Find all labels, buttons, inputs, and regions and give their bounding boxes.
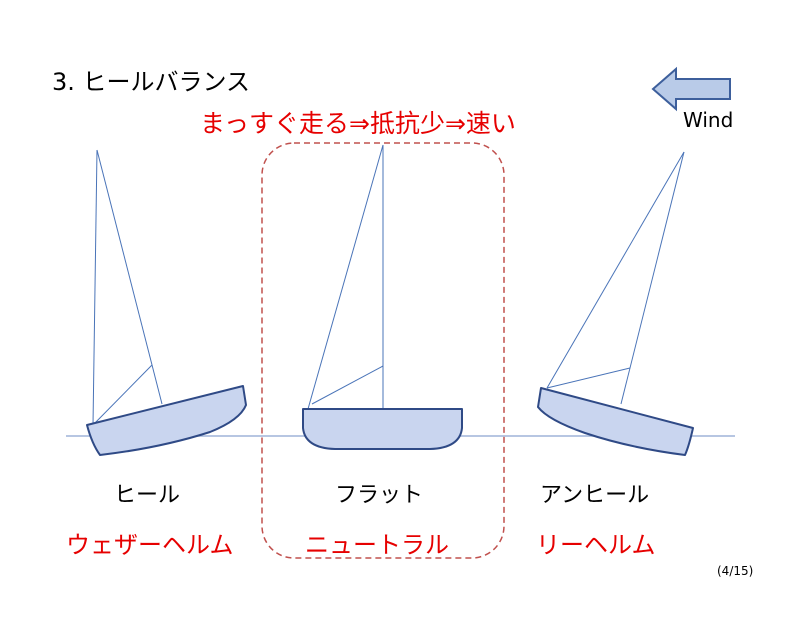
neutral-highlight-box — [261, 142, 505, 559]
page-number: (4/15) — [717, 564, 754, 578]
sail-leech — [307, 144, 384, 410]
slide-title: 3. ヒールバランス — [52, 68, 251, 96]
helm-label-neutral: ニュートラル — [305, 531, 449, 559]
boat-anheel — [537, 151, 694, 456]
helm-label-weather: ウェザーヘルム — [66, 531, 234, 559]
boat-flat — [302, 144, 463, 450]
boat-label-heel: ヒール — [114, 483, 181, 508]
wind-label: Wind — [683, 108, 734, 132]
helm-label-lee: リーヘルム — [536, 531, 656, 559]
boat-heel — [86, 149, 247, 456]
headline: まっすぐ走る⇒抵抗少⇒速い — [200, 109, 516, 138]
boom — [311, 365, 384, 405]
boat-label-flat: フラット — [335, 483, 424, 508]
hull — [86, 385, 247, 456]
hull — [302, 408, 463, 450]
sail-leech — [96, 149, 163, 405]
sail-leech — [620, 151, 685, 405]
hull — [537, 387, 694, 456]
mast — [546, 151, 685, 389]
left-arrow-icon — [651, 66, 731, 112]
mast — [92, 149, 98, 426]
boom — [546, 367, 631, 389]
boat-label-anheel: アンヒール — [540, 483, 650, 508]
boom — [92, 364, 153, 426]
